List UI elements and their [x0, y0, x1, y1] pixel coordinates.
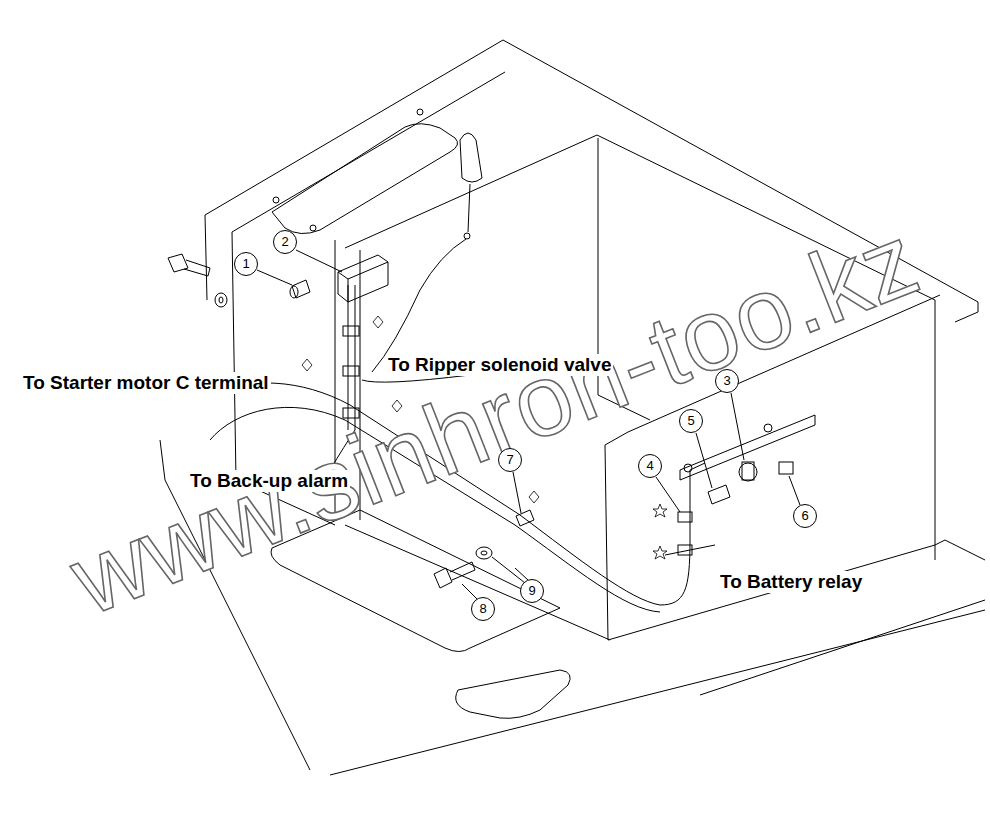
destination-label: To Ripper solenoid valve: [386, 354, 613, 376]
destination-label: To Battery relay: [718, 571, 864, 593]
destination-label: To Back-up alarm: [188, 470, 350, 492]
callout-number: 6: [793, 504, 817, 528]
callout-number: 5: [679, 409, 703, 433]
callout-number: 7: [498, 448, 522, 472]
callout-number: 8: [471, 597, 495, 621]
callout-number: 4: [638, 454, 662, 478]
callout-number: 3: [715, 369, 739, 393]
callout-number: 2: [273, 230, 297, 254]
callout-number: 9: [520, 579, 544, 603]
destination-label: To Starter motor C terminal: [21, 372, 271, 394]
control-lever: [372, 133, 482, 372]
callout-number: 1: [234, 252, 258, 276]
watermark: www.sinhron-too.kz: [59, 208, 932, 632]
